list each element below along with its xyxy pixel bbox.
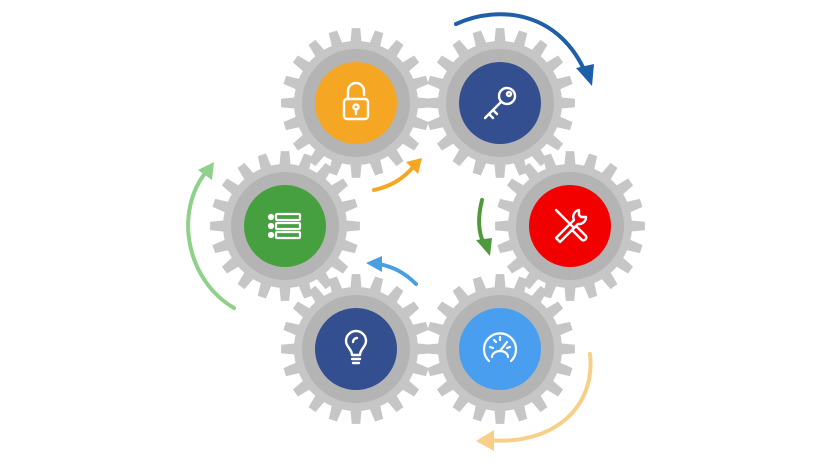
gears-layer [210, 28, 645, 424]
gear-center-disc [529, 185, 611, 267]
arrow-head [476, 430, 494, 451]
arrow-line [376, 262, 418, 286]
arrow-head [406, 158, 422, 174]
arrow-line [454, 12, 588, 76]
speedometer-icon [482, 332, 518, 363]
arrow-head [366, 256, 382, 272]
gear-key [425, 28, 575, 178]
arrow-key-outer [454, 12, 594, 86]
padlock-icon [342, 81, 370, 121]
gear-bulb [281, 274, 431, 424]
gear-lock [281, 28, 431, 178]
arrow-line [186, 170, 236, 310]
arrow-head [576, 64, 594, 86]
arrow-gauge-outer [476, 352, 593, 451]
gear-center-disc [244, 185, 326, 267]
key-icon [483, 86, 517, 120]
arrow-line [372, 164, 416, 192]
lightbulb-icon [344, 329, 368, 365]
gear-gauge [425, 274, 575, 424]
arrow-head [198, 162, 214, 180]
arrow-line [486, 352, 593, 443]
wrench-screwdriver-icon [554, 208, 588, 244]
gear-list [210, 151, 360, 301]
arrow-lock-to-key [372, 158, 422, 192]
gear-center-disc [459, 308, 541, 390]
arrow-head [476, 238, 492, 256]
arrows-layer [186, 12, 594, 451]
checklist-icon [267, 212, 302, 240]
arrow-list-outer [186, 162, 236, 310]
gear-center-disc [315, 308, 397, 390]
gear-center-disc [315, 62, 397, 144]
gear-tools [495, 151, 645, 301]
arrow-key-to-tools [476, 198, 492, 256]
arrow-gauge-to-list [366, 256, 418, 286]
arrow-line [477, 198, 486, 246]
